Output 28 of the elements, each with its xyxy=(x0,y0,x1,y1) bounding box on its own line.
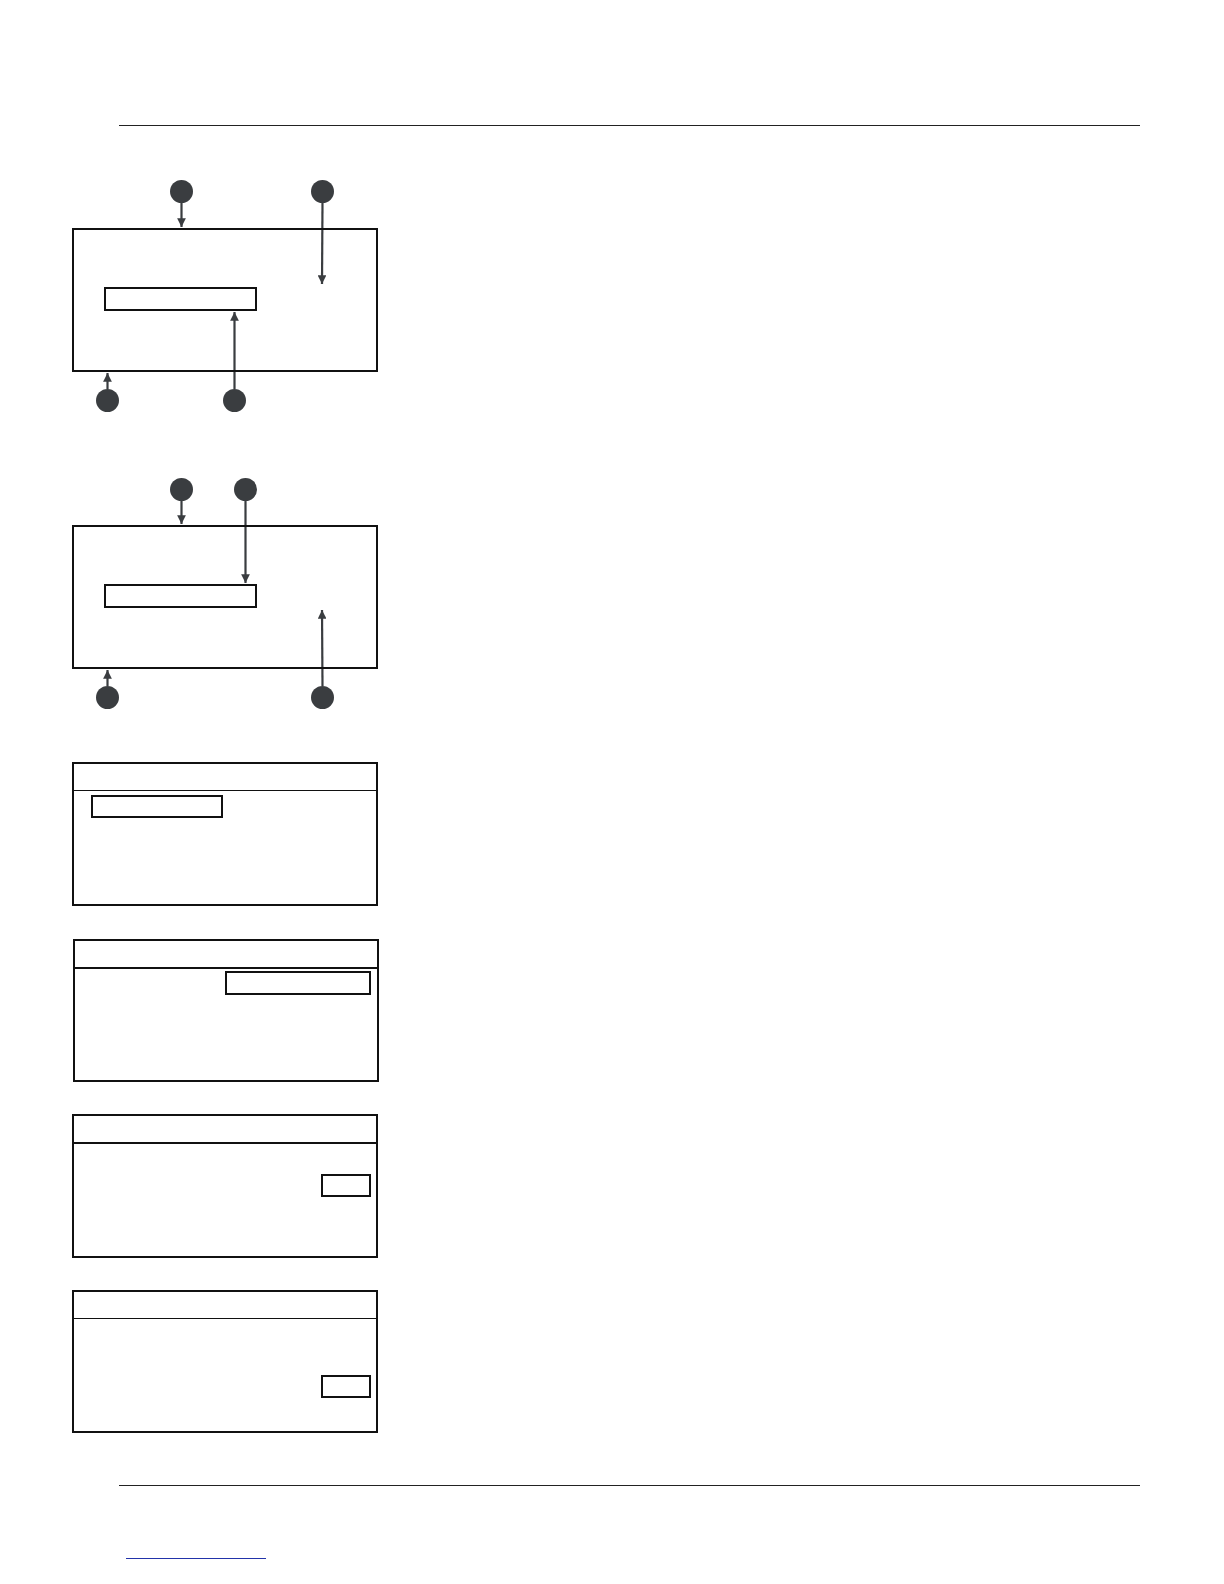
input-field xyxy=(91,795,223,818)
callout-dot xyxy=(311,686,334,709)
input-field xyxy=(321,1174,371,1197)
leader-arrow xyxy=(103,670,112,686)
callout-dot xyxy=(96,389,119,412)
callout-dot xyxy=(234,478,257,501)
screen-frame xyxy=(73,939,379,1082)
leader-arrow xyxy=(317,203,327,284)
input-field xyxy=(225,971,371,995)
screen-frame xyxy=(72,762,378,906)
callout-dot xyxy=(170,180,193,203)
callout-dot xyxy=(223,389,246,412)
screen-frame xyxy=(72,525,378,669)
screen-frame xyxy=(72,1114,378,1258)
leader-arrow xyxy=(317,610,327,686)
callout-dot xyxy=(311,180,334,203)
callout-dot xyxy=(96,686,119,709)
leader-arrow xyxy=(103,373,112,389)
callout-dot xyxy=(170,478,193,501)
leader-arrow xyxy=(230,312,239,389)
leader-arrow xyxy=(177,203,186,227)
screen-frame xyxy=(72,228,378,372)
leader-arrow xyxy=(241,501,250,583)
screen-frame xyxy=(72,1290,378,1433)
input-field xyxy=(104,584,257,608)
leader-arrow xyxy=(177,501,186,524)
input-field xyxy=(104,287,257,311)
input-field xyxy=(321,1375,371,1398)
